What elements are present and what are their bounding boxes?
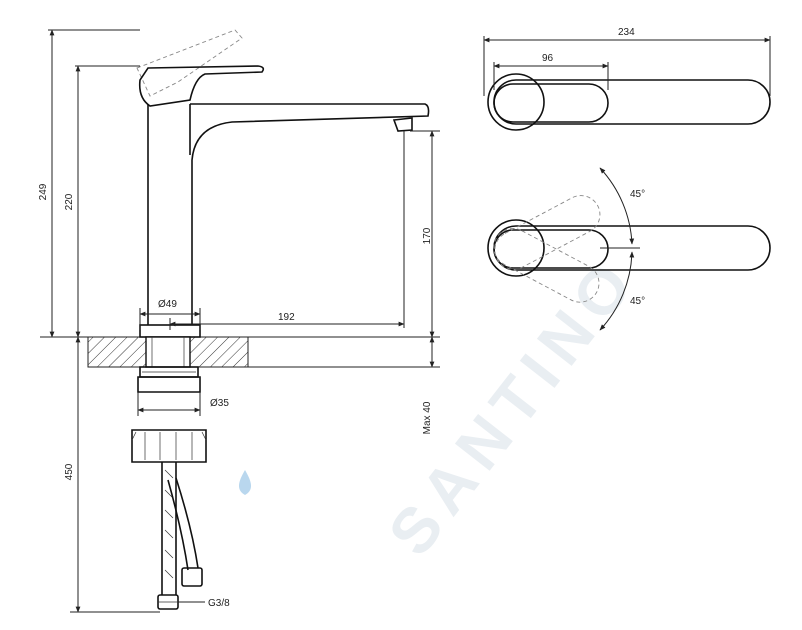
dim-angle-left: 45°: [630, 189, 645, 200]
dim-thread-diameter: Ø35: [210, 398, 229, 409]
dimension-lines-horizontal: [137, 308, 405, 603]
dim-top-length: 234: [618, 27, 635, 38]
faucet-rotation-view: [487, 167, 771, 331]
dim-outlet-height: 170: [422, 227, 433, 244]
dim-total-height: 249: [38, 183, 49, 200]
dim-hose-length: 450: [64, 463, 75, 480]
dim-base-diameter: Ø49: [158, 299, 177, 310]
dim-reach: 192: [278, 312, 295, 323]
dim-spout-height: 220: [64, 193, 75, 210]
dim-top-body-width: 96: [542, 53, 554, 64]
dim-hose-thread: G3/8: [208, 598, 230, 609]
supply-hoses: [157, 462, 203, 610]
countertop: [40, 336, 440, 368]
faucet-top-view: [483, 36, 771, 131]
dimension-lines-right: [403, 130, 440, 368]
dimension-lines-left: [48, 29, 160, 613]
dim-max-counter-thickness: Max 40: [422, 401, 433, 434]
faucet-side-view: [131, 29, 430, 463]
watermark-drop-icon: [238, 470, 252, 495]
watermark-text: SANTINO: [374, 242, 651, 568]
dim-angle-right: 45°: [630, 296, 645, 307]
watermark: SANTINO: [374, 242, 651, 568]
